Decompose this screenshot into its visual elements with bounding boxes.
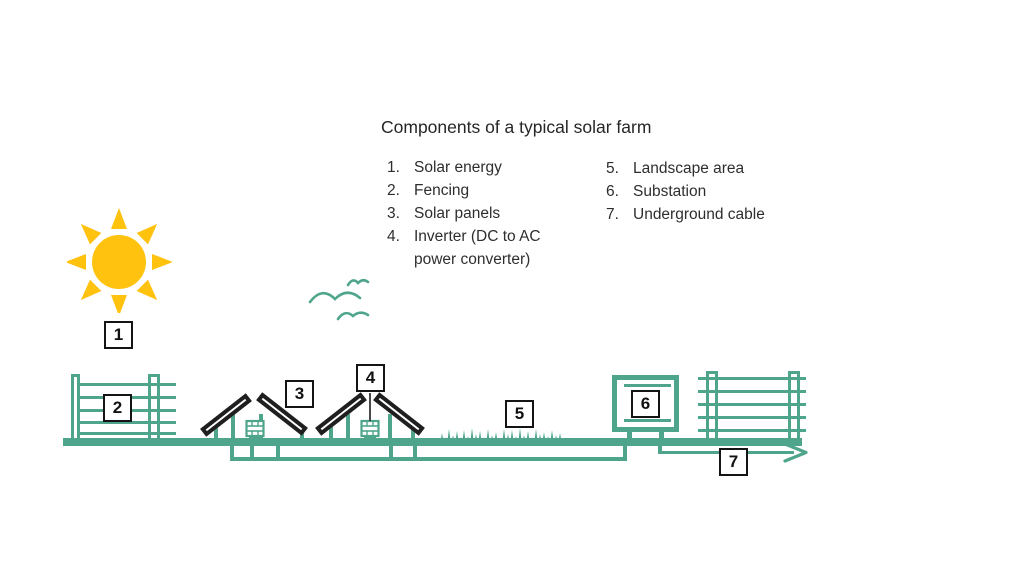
- legend-item-2: 2. Fencing: [387, 179, 564, 202]
- legend-item-1: 1. Solar energy: [387, 156, 564, 179]
- marker-substation: 6: [631, 390, 660, 418]
- birds-icon: [308, 278, 370, 321]
- legend-item-number: 3.: [387, 205, 400, 222]
- legend-item-number: 2.: [387, 182, 400, 199]
- inverter-icon: [360, 419, 380, 440]
- legend-item-label: Solar energy: [414, 159, 502, 176]
- legend-item-label: Inverter (DC to AC power converter): [414, 228, 541, 268]
- legend-item-label: Fencing: [414, 182, 470, 199]
- sun-icon: [67, 208, 172, 313]
- substation-inner-line: [624, 419, 671, 422]
- legend-column-left: 1. Solar energy 2. Fencing 3. Solar pane…: [387, 156, 564, 271]
- substation-leg: [627, 431, 632, 439]
- legend-item-6: 6. Substation: [606, 180, 808, 203]
- marker-solar-panels: 3: [285, 380, 314, 408]
- ground-line: [63, 438, 802, 446]
- legend-item-label: Substation: [633, 183, 707, 200]
- legend-column-right: 5. Landscape area 6. Substation 7. Under…: [606, 157, 808, 226]
- marker-landscape: 5: [505, 400, 534, 428]
- legend-item-7: 7. Underground cable: [606, 203, 808, 226]
- legend-item-3: 3. Solar panels: [387, 202, 564, 225]
- marker-underground-cable: 7: [719, 448, 748, 476]
- legend-item-label: Solar panels: [414, 205, 501, 222]
- legend-item-label: Landscape area: [633, 160, 745, 177]
- substation-leg: [659, 431, 664, 439]
- marker-fencing: 2: [103, 394, 132, 422]
- legend-item-number: 5.: [606, 160, 619, 177]
- legend-item-number: 7.: [606, 206, 619, 223]
- substation-inner-line: [624, 384, 671, 387]
- page-title: Components of a typical solar farm: [381, 117, 652, 137]
- legend-item-5: 5. Landscape area: [606, 157, 808, 180]
- legend-item-number: 6.: [606, 183, 619, 200]
- legend-item-number: 4.: [387, 228, 400, 245]
- solar-panel-icon: [373, 392, 425, 436]
- leader-line: [369, 393, 371, 421]
- legend-item-label: Underground cable: [633, 206, 765, 223]
- legend-item-number: 1.: [387, 159, 400, 176]
- inverter-icon: [245, 419, 265, 440]
- legend-item-4: 4. Inverter (DC to AC power converter): [387, 225, 564, 271]
- marker-sun: 1: [104, 321, 133, 349]
- marker-inverter: 4: [356, 364, 385, 392]
